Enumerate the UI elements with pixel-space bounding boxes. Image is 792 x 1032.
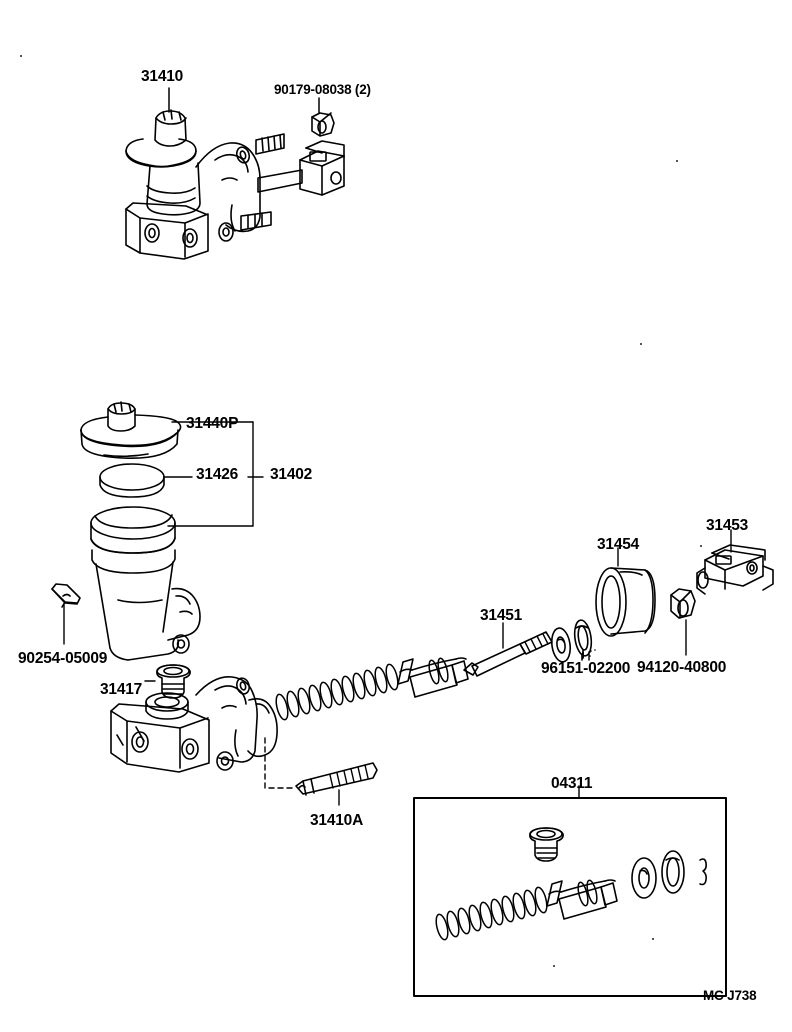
part-label-94120-40800: 94120-40800: [637, 659, 727, 676]
part-label-31453: 31453: [706, 517, 749, 534]
part-clevis-31453: [696, 529, 774, 595]
part-label-31417: 31417: [100, 681, 143, 698]
part-boot-31454: [595, 547, 656, 637]
scan-speck: [640, 343, 642, 345]
repair-kit-box: [413, 785, 727, 997]
scan-speck: [652, 938, 654, 940]
part-reservoir-31402: [90, 506, 201, 661]
part-label-31426: 31426: [196, 466, 239, 483]
part-gasket-31426: [99, 463, 165, 498]
part-pushrod-31451: [463, 622, 553, 677]
part-label-90179-08038: 90179-08038 (2): [274, 82, 371, 97]
assembly-31410: [125, 87, 345, 260]
part-spring-piston: [275, 657, 469, 721]
scan-speck: [700, 545, 702, 547]
part-stud-31410A: [264, 737, 378, 806]
part-pin-90254: [51, 583, 81, 645]
scan-speck: [553, 965, 555, 967]
part-bolt-90179: [311, 97, 335, 137]
repair-kit-contents: [435, 827, 707, 941]
part-label-31451: 31451: [480, 607, 523, 624]
bracket-31402: [163, 421, 264, 527]
part-nut-94120: [670, 588, 696, 656]
part-grommet-31417: [144, 664, 191, 699]
part-label-90254-05009: 90254-05009: [18, 650, 108, 667]
part-label-31410A: 31410A: [310, 812, 364, 829]
part-label-31410: 31410: [141, 68, 184, 85]
scan-speck: [676, 160, 678, 162]
part-label-04311: 04311: [551, 775, 593, 792]
part-washers-96151: [550, 619, 596, 663]
part-label-31454: 31454: [597, 536, 640, 553]
part-label-31440P: 31440P: [186, 415, 239, 432]
part-label-31402: 31402: [270, 466, 313, 483]
part-cap-31440P: [80, 401, 182, 460]
footer-code: MC J738: [703, 988, 757, 1003]
part-label-96151-02200: 96151-02200: [541, 660, 631, 677]
part-cylinder-body: [110, 676, 278, 773]
scan-speck: [20, 55, 22, 57]
